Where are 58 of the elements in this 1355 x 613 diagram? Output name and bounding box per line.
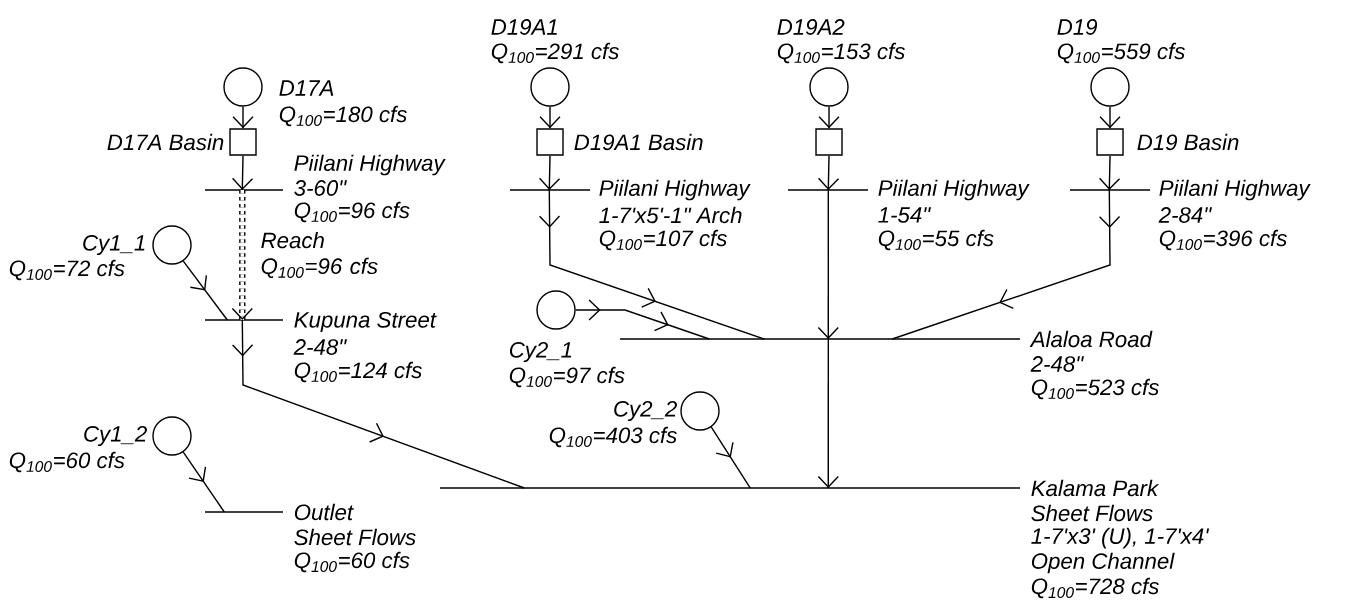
node-label: 1-7'x5'-1" Arch [599,206,742,224]
node-label: Q$_{100}$=403 cfs [549,426,677,448]
flow-arrow [1098,155,1121,191]
flow-arrow [817,338,839,489]
node-label: Sheet Flows [1031,504,1153,522]
node-label: Piilani Highway [1159,179,1311,201]
node-label: 1-7'x3' (U), 1-7'x4' [1031,527,1210,549]
node-label: Cy1_1 [83,234,145,256]
basin-box [815,128,843,156]
node-label: Piilani Highway [878,179,1030,201]
node-label: 2-48" [1030,356,1084,372]
flow-arrow [232,106,254,129]
flow-arrow [817,189,839,340]
flow-arrow [231,155,254,191]
node-label: Outlet [294,503,354,521]
flow-arrow [1099,106,1121,129]
node-label: Q$_{100}$=728 cfs [1031,577,1159,599]
flow-arrow [817,155,840,191]
node-label: Cy1_2 [84,425,147,447]
node-label: Cy2_2 [614,400,677,422]
node-label: Q$_{100}$=97 cfs [509,366,625,388]
node-label: Cy2_1 [509,341,572,363]
node-label: Q$_{100}$=96 cfs [294,201,410,223]
flow-arrow [538,155,561,191]
flow-arrow [231,190,253,320]
node-label: Q$_{100}$=55 cfs [878,229,994,251]
node-label: Kalama Park [1031,479,1160,497]
node-label: D19A1 Basin [574,133,703,151]
node-label: Piilani Highway [599,179,751,201]
edge-label: Reach Q$_{100}$=96 cfs [259,230,387,280]
node-label: Sheet Flows [294,528,416,546]
node-label: 2-48" [293,339,347,355]
node-label: Q$_{100}$=107 cfs [599,229,727,251]
node-label: Q$_{100}$=72 cfs [9,259,125,281]
flow-arrow [539,106,561,129]
node-label: Q$_{100}$=153 cfs [777,42,905,64]
node-label: Q$_{100}$=124 cfs [294,361,422,383]
node-label: Kupuna Street [294,311,437,333]
node-label: 2-84" [1158,207,1212,223]
node-label: Q$_{100}$=396 cfs [1159,229,1287,251]
node-label: D19A1 [491,19,557,35]
node-label: Open Channel [1031,552,1175,574]
node-label: D17A Basin [107,133,224,151]
node-label: D17A [279,80,334,96]
node-label: D19A2 [777,19,845,35]
node-label: D19 Basin [1137,133,1239,151]
node-label: Piilani Highway [294,154,446,176]
node-label: Q$_{100}$=559 cfs [1057,42,1185,64]
node-label: Q$_{100}$=523 cfs [1031,378,1159,400]
node-label: D19 [1057,19,1098,35]
node-label: Alaloa Road [1029,330,1153,348]
node-label: Q$_{100}$=60 cfs [294,551,410,573]
node-label: 3-60" [294,180,347,196]
node-label: 1-54" [878,207,931,223]
node-label: Q$_{100}$=60 cfs [9,451,125,473]
flow-arrow [818,106,840,129]
node-label: Q$_{100}$=180 cfs [279,105,407,127]
node-label: Q$_{100}$=291 cfs [491,42,619,64]
